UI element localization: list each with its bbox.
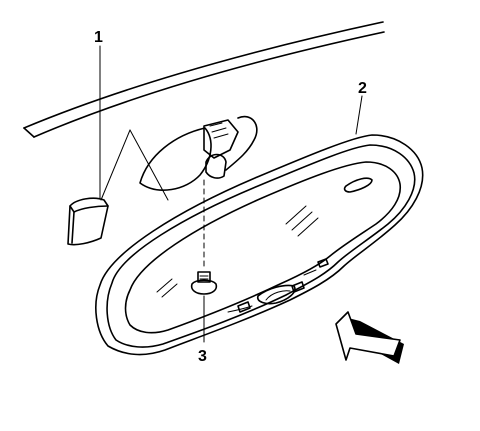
windshield-bracket [67, 197, 109, 246]
retaining-screw [190, 179, 218, 295]
callout-label-2: 2 [358, 80, 367, 97]
callout-label-3: 3 [198, 348, 207, 365]
windshield-mount-button [139, 127, 212, 191]
callout-label-1: 1 [94, 29, 103, 46]
view-direction-arrow [335, 311, 404, 364]
callout-leaders [99, 45, 363, 343]
windshield-edge [23, 21, 385, 138]
mirror-assembly [95, 115, 424, 356]
